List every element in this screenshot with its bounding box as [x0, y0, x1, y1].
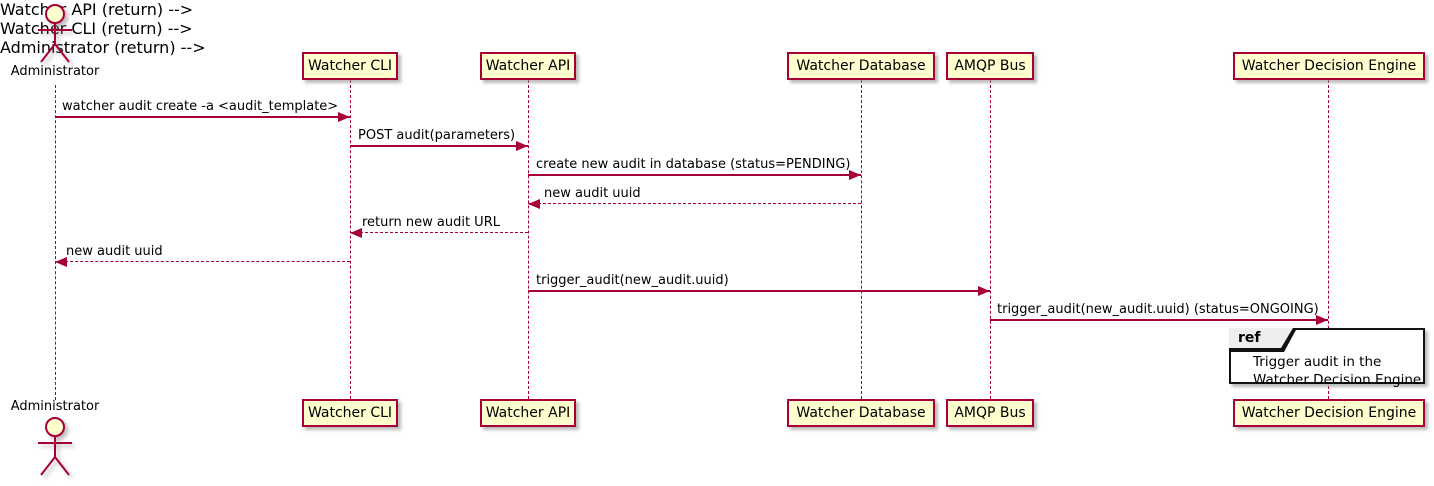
message-3-line	[528, 174, 861, 176]
participant-watcher-database-bottom: Watcher Database	[787, 399, 935, 427]
message-7-label: trigger_audit(new_audit.uuid)	[536, 273, 729, 288]
message-7-arrowhead	[978, 286, 990, 296]
lifeline-watcher-api	[528, 80, 529, 399]
actor-icon	[38, 4, 72, 63]
ref-tab: ref	[1229, 328, 1297, 352]
message-6-line	[55, 261, 350, 262]
message-3-label: create new audit in database (status=PEN…	[536, 157, 851, 172]
participant-watcher-api-bottom: Watcher API	[480, 399, 576, 427]
message-1-arrowhead	[338, 112, 350, 122]
actor-label-bottom: Administrator	[10, 399, 100, 414]
message-5-label: return new audit URL	[362, 215, 500, 230]
ref-text-line1: Trigger audit in the	[1253, 354, 1382, 370]
message-2-arrowhead	[516, 141, 528, 151]
message-5-arrowhead	[350, 228, 362, 238]
ref-text: Trigger audit in the Watcher Decision En…	[1253, 353, 1421, 389]
message-2-label: POST audit(parameters)	[358, 128, 516, 143]
lifeline-watcher-cli	[350, 80, 351, 399]
ref-fragment: ref Trigger audit in the Watcher Decisio…	[1229, 328, 1425, 388]
lifeline-amqp-bus	[990, 80, 991, 399]
message-6-label: new audit uuid	[66, 244, 163, 259]
participant-amqp-bus-bottom: AMQP Bus	[946, 399, 1034, 427]
participant-watcher-decision-engine-top: Watcher Decision Engine	[1233, 52, 1425, 80]
ref-text-line2: Watcher Decision Engine	[1253, 372, 1422, 388]
lifeline-watcher-decision-engine	[1328, 80, 1329, 399]
message-4-label: new audit uuid	[544, 186, 641, 201]
message-1-label: watcher audit create -a <audit_template>	[62, 99, 339, 114]
message-8-line	[990, 319, 1328, 321]
lifeline-watcher-database	[861, 80, 862, 399]
participant-amqp-bus-top: AMQP Bus	[946, 52, 1034, 80]
actor-label-top: Administrator	[10, 64, 100, 79]
message-1-line	[55, 116, 350, 118]
participant-watcher-cli-bottom: Watcher CLI	[302, 399, 398, 427]
participant-watcher-cli-top: Watcher CLI	[302, 52, 398, 80]
message-4-arrowhead	[528, 199, 540, 209]
ref-keyword: ref	[1229, 328, 1293, 348]
message-4-line	[528, 203, 861, 204]
message-7-line	[528, 290, 990, 292]
lifeline-administrator	[55, 85, 56, 400]
participant-watcher-decision-engine-bottom: Watcher Decision Engine	[1233, 399, 1425, 427]
participant-watcher-database-top: Watcher Database	[787, 52, 935, 80]
actor-icon-bottom	[38, 417, 72, 476]
message-3-arrowhead	[849, 170, 861, 180]
message-8-arrowhead	[1316, 315, 1328, 325]
participant-watcher-api-top: Watcher API	[480, 52, 576, 80]
message-2-line	[350, 145, 528, 147]
message-5-line	[350, 232, 528, 233]
message-6-arrowhead	[55, 257, 67, 267]
message-8-label: trigger_audit(new_audit.uuid) (status=ON…	[997, 302, 1319, 317]
